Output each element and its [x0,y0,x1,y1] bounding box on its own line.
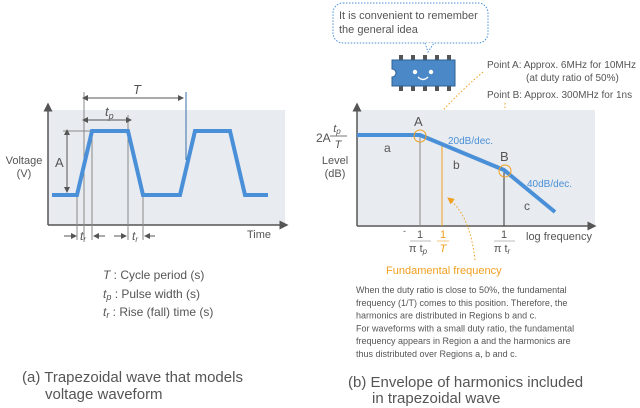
region-c: c [524,199,530,213]
svg-text:π tr: π tr [494,243,511,256]
svg-text:-: - [403,226,406,236]
waveform [52,129,268,197]
region-a: a [384,141,391,155]
svg-text:1: 1 [440,229,446,241]
point-a-label: A [414,114,423,129]
left-legend: T : Cycle period (s) tp : Pulse width (s… [103,268,213,320]
svg-text:1: 1 [501,229,507,241]
plot-background [357,110,595,225]
ic-chip-mascot [391,55,456,91]
legend-rise-time: tr : Rise (fall) time (s) [103,305,213,320]
svg-text:T: T [335,139,343,151]
svg-text:tp: tp [333,123,341,136]
trapezoidal-wave-chart: T tp A Voltage(V) Time tr tr [6,82,289,244]
tick-1-over-pi-tr: 1 π tr [494,229,515,256]
svg-text:1: 1 [417,229,423,241]
amplitude-label: A [55,155,64,170]
envelope-chart: A B a b c 20dB/dec. 40dB/dec. 2A tp T Le… [316,102,597,256]
point-b-marker [498,164,512,178]
legend-pulse-width: tp : Pulse width (s) [103,287,200,302]
y-axis-label: Voltage(V) [6,155,43,180]
x-axis-label: Time [247,229,271,241]
point-b-note: Point B: Approx. 300MHz for 1ns [487,90,632,101]
x-axis-label: log frequency [526,231,593,243]
slope-40db: 40dB/dec. [527,179,572,190]
explanation-note: When the duty ratio is close to 50%, the… [356,285,577,359]
svg-text:2A: 2A [316,131,331,145]
point-a-marker [413,129,427,143]
slope-20db: 20dB/dec. [448,136,493,147]
fall-time-label: tr [132,229,138,244]
point-a-pointer [427,71,484,129]
y-max-label: 2A tp T [316,123,347,151]
period-label: T [133,82,142,97]
plot-background [48,110,285,225]
region-b: b [453,158,460,172]
fundamental-pointer [447,197,476,261]
point-b-label: B [500,149,509,164]
point-a-note: Point A: Approx. 6MHz for 10MHz(at duty … [487,60,636,84]
rise-time-label: tr [80,229,86,244]
legend-period: T : Cycle period (s) [103,268,204,282]
pulse-width-label: tp [105,104,114,121]
y-axis-label: Level(dB) [322,155,348,180]
svg-text:T: T [440,243,448,255]
fundamental-frequency-label: Fundamental frequency [386,265,502,277]
envelope-line [357,133,557,214]
tick-1-over-T: 1 T [437,229,449,255]
svg-text:π tp: π tp [409,243,428,256]
tick-1-over-pi-tp: - 1 π tp [403,226,431,256]
